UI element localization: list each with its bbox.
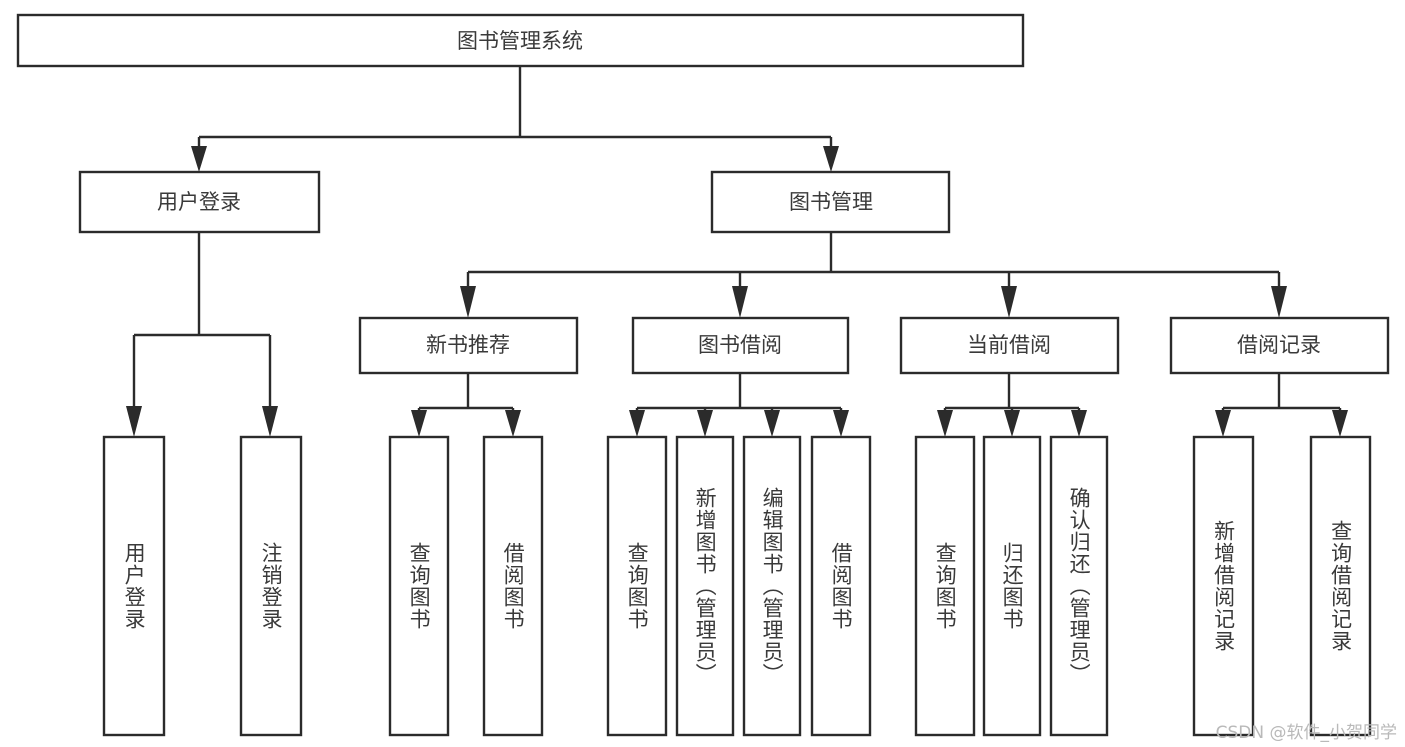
node-leaf-confirm-return-box[interactable] bbox=[1049, 435, 1109, 737]
leaf-boxes bbox=[102, 435, 1372, 737]
node-leaf-add-record-box[interactable] bbox=[1192, 435, 1255, 737]
node-new-book-recommend-label: 新书推荐 bbox=[426, 333, 510, 357]
node-new-book-recommend-box[interactable] bbox=[358, 316, 579, 375]
connector-group-borrow-record bbox=[1215, 373, 1348, 437]
node-leaf-user-login-box[interactable] bbox=[102, 435, 166, 737]
connector-group-root bbox=[191, 66, 839, 172]
node-leaf-borrow-book-1-box[interactable] bbox=[482, 435, 544, 737]
node-leaf-query-book-3-box[interactable] bbox=[914, 435, 976, 737]
node-root[interactable]: 图书管理系统 bbox=[16, 13, 1025, 68]
arrow-head-leaf-borrow-book-2 bbox=[833, 410, 849, 437]
connector-group-current-borrow bbox=[937, 373, 1087, 437]
node-leaf-return-book-box[interactable] bbox=[982, 435, 1042, 737]
node-borrow-record[interactable]: 借阅记录 bbox=[1169, 316, 1390, 375]
arrow-head-leaf-logout-login bbox=[262, 406, 278, 437]
arrow-head-book-borrow bbox=[732, 286, 748, 318]
node-book-borrow-label: 图书借阅 bbox=[698, 333, 782, 357]
arrow-head-leaf-add-record bbox=[1215, 410, 1231, 437]
node-root-label: 图书管理系统 bbox=[457, 29, 583, 53]
connector-group-user-login bbox=[126, 232, 278, 437]
node-user-login-box[interactable] bbox=[78, 170, 321, 234]
node-leaf-edit-book-box[interactable] bbox=[742, 435, 802, 737]
node-root-box[interactable] bbox=[16, 13, 1025, 68]
node-borrow-record-box[interactable] bbox=[1169, 316, 1390, 375]
node-leaf-borrow-book-2-box[interactable] bbox=[810, 435, 872, 737]
arrow-head-new-book-recommend bbox=[460, 286, 476, 318]
arrow-head-leaf-query-book-2 bbox=[629, 410, 645, 437]
arrow-head-leaf-query-record bbox=[1332, 410, 1348, 437]
node-new-book-recommend[interactable]: 新书推荐 bbox=[358, 316, 579, 375]
node-book-manage-label: 图书管理 bbox=[789, 190, 873, 214]
node-leaf-query-record-box[interactable] bbox=[1309, 435, 1372, 737]
connector-group-book-borrow bbox=[629, 373, 849, 437]
node-current-borrow-label: 当前借阅 bbox=[967, 333, 1051, 357]
node-book-borrow-box[interactable] bbox=[631, 316, 850, 375]
arrow-head-leaf-confirm-return bbox=[1071, 410, 1087, 437]
node-current-borrow[interactable]: 当前借阅 bbox=[899, 316, 1120, 375]
node-book-borrow[interactable]: 图书借阅 bbox=[631, 316, 850, 375]
arrow-head-leaf-user-login bbox=[126, 406, 142, 437]
arrow-head-leaf-edit-book bbox=[764, 410, 780, 437]
node-leaf-add-book-box[interactable] bbox=[675, 435, 735, 737]
arrow-head-leaf-return-book bbox=[1004, 410, 1020, 437]
connector-group-book-manage bbox=[460, 232, 1287, 318]
node-current-borrow-box[interactable] bbox=[899, 316, 1120, 375]
arrow-head-user-login bbox=[191, 146, 207, 172]
watermark-text: CSDN @软件_小贺同学 bbox=[1215, 723, 1397, 743]
arrow-head-leaf-add-book bbox=[697, 410, 713, 437]
arrow-head-leaf-query-book-1 bbox=[411, 410, 427, 437]
node-book-manage[interactable]: 图书管理 bbox=[710, 170, 951, 234]
node-leaf-query-book-1-box[interactable] bbox=[388, 435, 450, 737]
arrow-head-leaf-borrow-book-1 bbox=[505, 410, 521, 437]
node-book-manage-box[interactable] bbox=[710, 170, 951, 234]
connector-group-new-book-recommend bbox=[411, 373, 521, 437]
arrow-head-book-manage bbox=[823, 146, 839, 172]
node-user-login[interactable]: 用户登录 bbox=[78, 170, 321, 234]
node-leaf-logout-login-box[interactable] bbox=[239, 435, 303, 737]
arrow-head-borrow-record bbox=[1271, 286, 1287, 318]
node-user-login-label: 用户登录 bbox=[157, 190, 241, 214]
arrow-head-current-borrow bbox=[1001, 286, 1017, 318]
arrow-head-leaf-query-book-3 bbox=[937, 410, 953, 437]
node-borrow-record-label: 借阅记录 bbox=[1237, 333, 1321, 357]
node-leaf-query-book-2-box[interactable] bbox=[606, 435, 668, 737]
